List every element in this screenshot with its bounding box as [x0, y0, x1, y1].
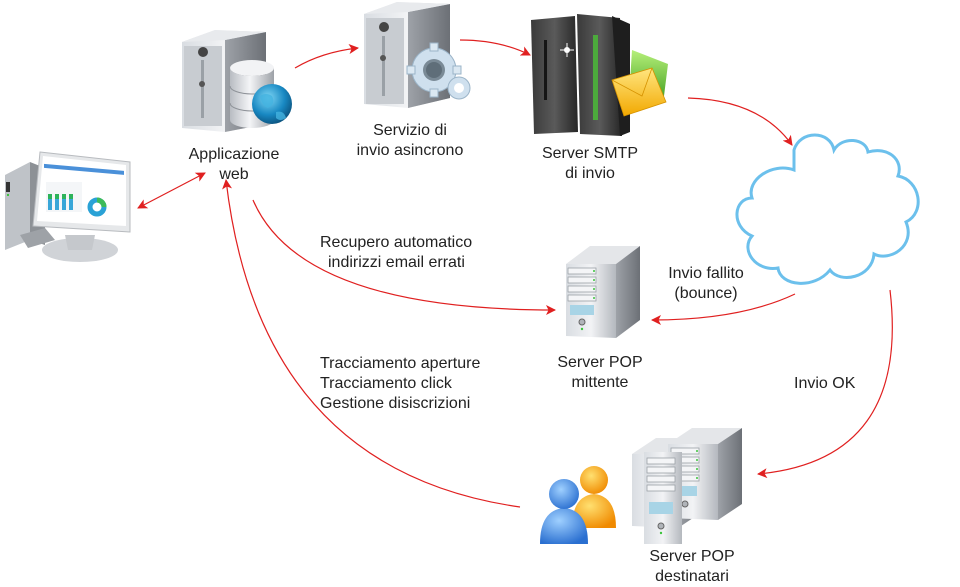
users-icon [540, 466, 616, 544]
arrow-async-smtp [459, 39, 531, 56]
arrow-webapp-async [294, 44, 359, 69]
smtp-server-label: Server SMTP di invio [541, 145, 638, 182]
server-cluster-icon [632, 428, 742, 544]
bounce-edge-label: Invio fallito (bounce) [668, 265, 744, 302]
pop-recipients-label: Server POP destinatari [649, 548, 735, 585]
arrow-webapp-popsender [252, 199, 556, 315]
server-database-globe-icon [182, 30, 292, 132]
arrow-cloud-poprecipients [757, 289, 893, 479]
tracking-edge-label: Tracciamento aperture Tracciamento click… [320, 355, 481, 412]
server-gears-icon [364, 2, 471, 108]
recovery-edge-label: Recupero automatico indirizzi email erra… [320, 234, 473, 271]
arrow-smtp-cloud [687, 97, 793, 146]
arrow-users-webapp [222, 179, 521, 508]
delivery-ok-edge-label: Invio OK [794, 375, 856, 392]
web-app-label: Applicazione web [188, 146, 280, 183]
pop-sender-label: Server POP mittente [557, 354, 643, 391]
arrows [137, 39, 893, 508]
desktop-computer-icon [5, 151, 131, 262]
arrow-cloud-popsender [651, 293, 796, 325]
cloud-icon [735, 133, 920, 285]
async-service-label: Servizio di invio asincrono [356, 122, 464, 159]
server-rack-envelopes-icon [531, 14, 668, 136]
tower-server-icon [566, 246, 640, 338]
arrow-pc-webapp [137, 172, 206, 209]
